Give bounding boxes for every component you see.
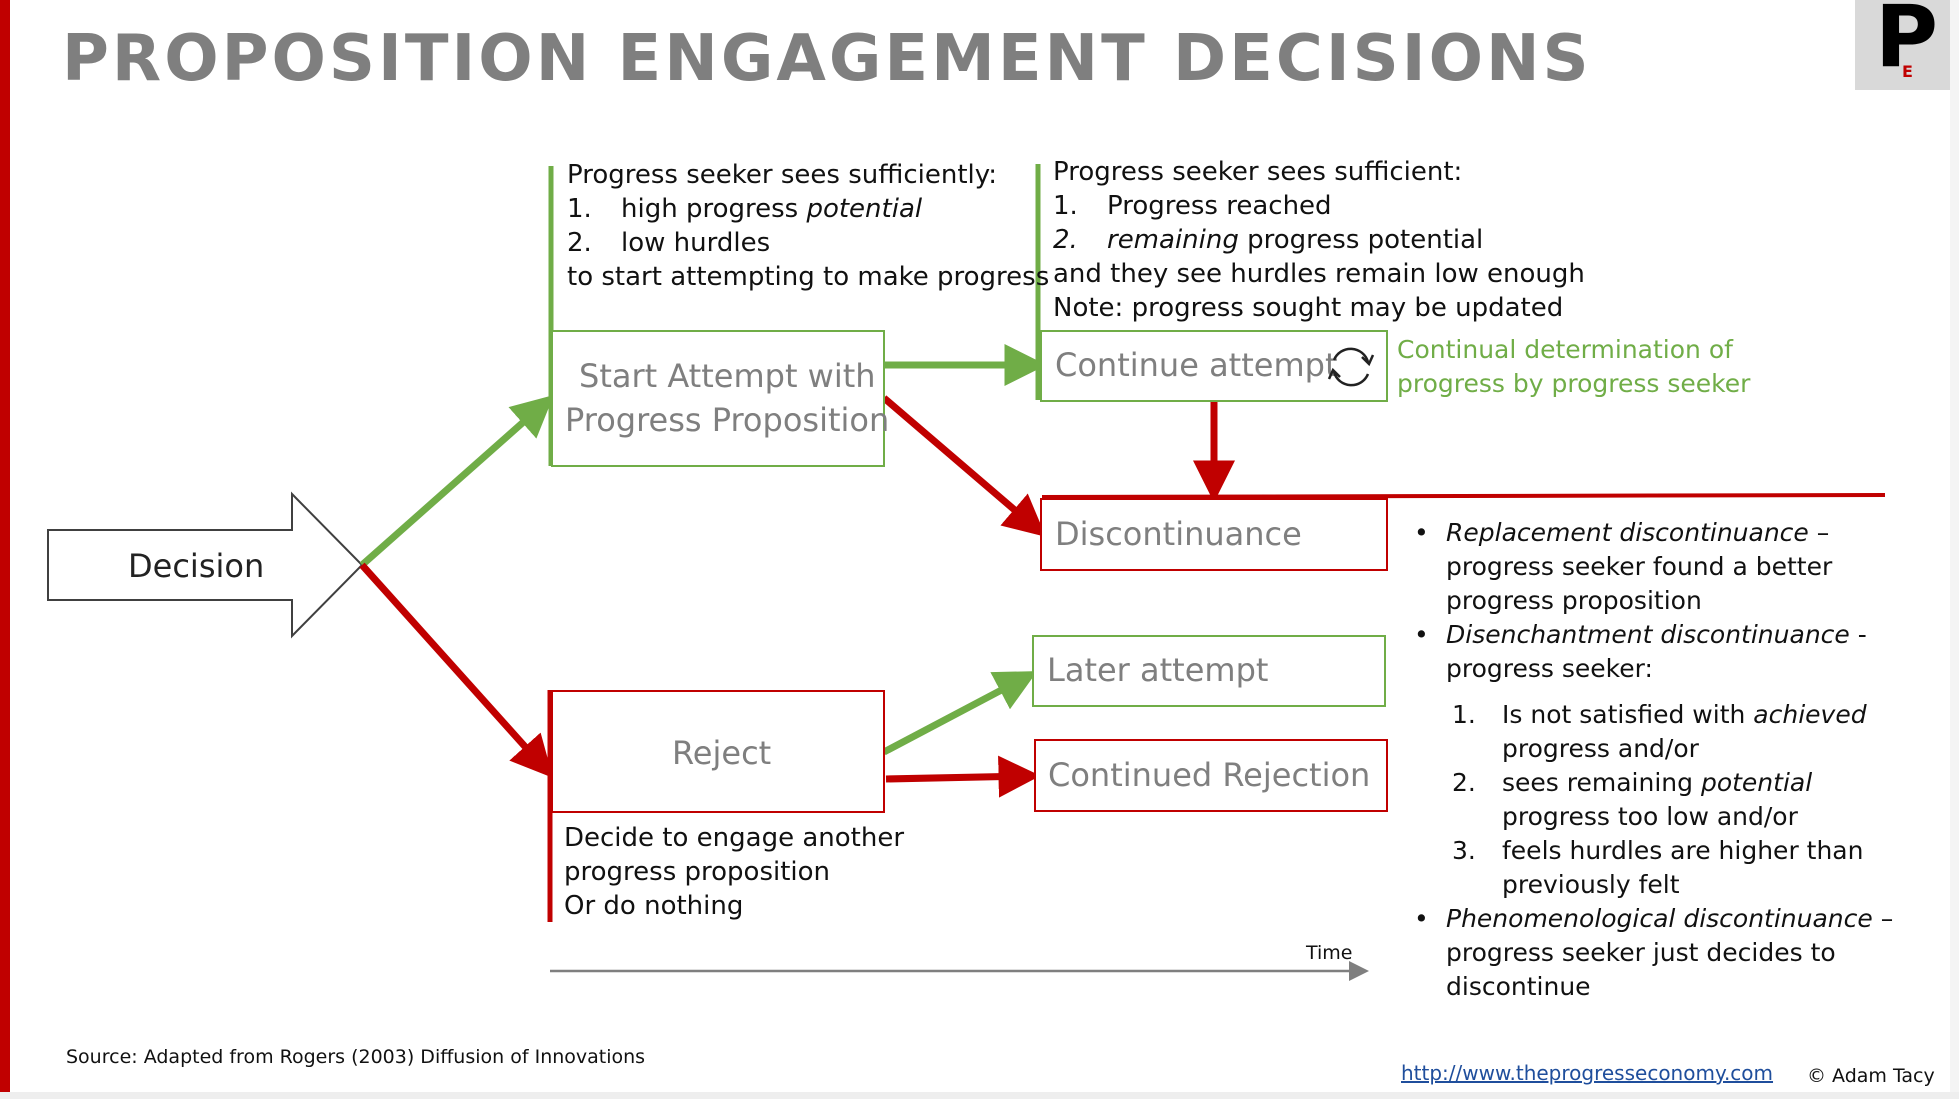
left-accent-bar: [0, 0, 10, 1099]
continue-note-line-3: and they see hurdles remain low enough: [1053, 259, 1585, 289]
start-attempt-label-line1: Start Attempt with: [579, 357, 876, 395]
reject-label: Reject: [672, 734, 772, 772]
discontinuance-types-list: Replacement discontinuance – progress se…: [1414, 516, 1893, 1004]
decision-to-reject-arrow: [359, 562, 554, 778]
time-axis-label: Time: [1306, 942, 1353, 964]
start-attempt-label-line2: Progress Proposition: [565, 401, 890, 439]
logo-letter: P: [1875, 0, 1939, 87]
copyright: © Adam Tacy: [1807, 1065, 1935, 1087]
continued-rejection-box: Continued Rejection: [1034, 739, 1388, 812]
start-to-discontinuance-arrow: [881, 395, 1046, 537]
source-citation: Source: Adapted from Rogers (2003) Diffu…: [66, 1046, 646, 1068]
phenomenological-discontinuance-item: Phenomenological discontinuance –: [1414, 902, 1893, 936]
disenchantment-reason-3: 3.feels hurdles are higher than: [1452, 836, 1864, 865]
continued-rejection-label: Continued Rejection: [1048, 756, 1371, 794]
reject-to-later-arrow: [882, 671, 1038, 756]
start-note-item-1: 1.high progress potential: [567, 194, 923, 224]
disenchantment-reason-2: 2.sees remaining potential: [1452, 768, 1813, 797]
continue-note-item-2: 2.remaining progress potential: [1053, 225, 1484, 255]
continue-note-item-1: 1.Progress reached: [1053, 191, 1332, 221]
start-note-heading: Progress seeker sees sufficiently:: [567, 160, 998, 190]
refresh-cycle-icon: [1327, 347, 1375, 387]
logo-sub-letter: E: [1902, 62, 1913, 81]
start-attempt-box: Start Attempt with Progress Proposition: [551, 330, 889, 467]
right-edge-strip: [1950, 0, 1959, 1099]
decision-label: Decision: [128, 547, 265, 585]
page-title: PROPOSITION ENGAGEMENT DECISIONS: [62, 22, 1592, 96]
reject-box: Reject: [551, 690, 885, 813]
reject-to-continued-rejection-arrow: [885, 755, 1041, 798]
start-note-footer: to start attempting to make progress: [567, 262, 1050, 292]
reject-note: Decide to engage another progress propos…: [564, 823, 905, 921]
decision-arrow-shape: [47, 491, 364, 639]
start-conditions-note: Progress seeker sees sufficiently: 1.hig…: [567, 158, 1049, 294]
website-link[interactable]: http://www.theprogresseconomy.com: [1401, 1061, 1774, 1085]
discontinuance-label: Discontinuance: [1055, 515, 1302, 553]
later-attempt-label: Later attempt: [1047, 651, 1269, 689]
discontinuance-box: Discontinuance: [1040, 498, 1388, 571]
continue-attempt-label: Continue attempt: [1055, 346, 1338, 384]
continue-note-heading: Progress seeker sees sufficient:: [1053, 157, 1463, 187]
decision-to-start-arrow: [359, 395, 554, 568]
continue-attempt-box: Continue attempt: [1040, 330, 1388, 402]
bottom-edge-strip: [0, 1092, 1959, 1099]
continual-determination-note: Continual determination of progress by p…: [1397, 335, 1751, 398]
later-attempt-box: Later attempt: [1032, 635, 1386, 707]
start-note-item-2: 2.low hurdles: [567, 228, 771, 258]
disenchantment-reason-1: 1.Is not satisfied with achieved: [1452, 700, 1867, 729]
logo: P E: [1855, 0, 1950, 90]
replacement-discontinuance-item: Replacement discontinuance –: [1414, 516, 1893, 550]
disenchantment-discontinuance-item: Disenchantment discontinuance -: [1414, 618, 1893, 652]
discontinuance-line: [1041, 493, 1886, 499]
continue-note-line-4: Note: progress sought may be updated: [1053, 293, 1564, 323]
continue-conditions-note: Progress seeker sees sufficient: 1.Progr…: [1053, 155, 1585, 325]
